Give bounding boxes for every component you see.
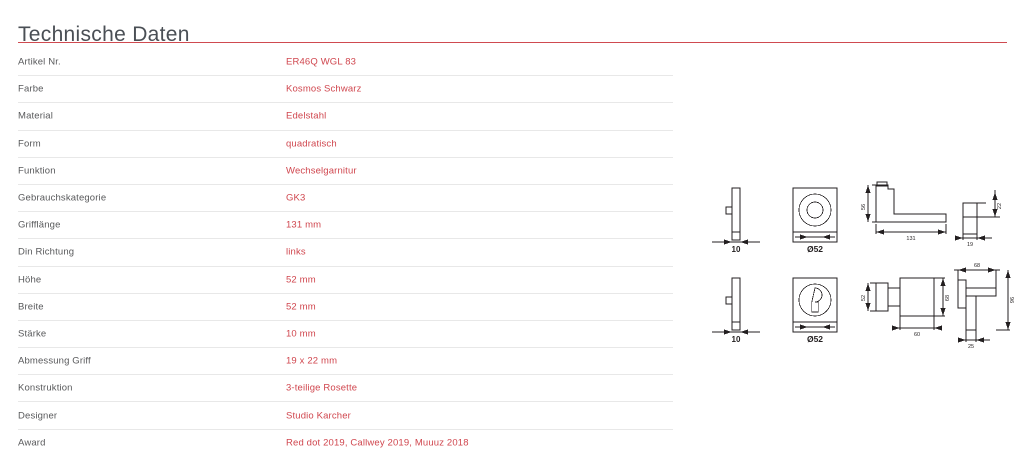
spec-value: quadratisch bbox=[286, 138, 337, 150]
table-row: Din Richtung links bbox=[18, 239, 673, 267]
dim-side-height-bottom: 96 bbox=[1010, 297, 1016, 303]
spec-label: Designer bbox=[18, 410, 58, 422]
dim-plan-length-bottom: 60 bbox=[914, 332, 920, 338]
spec-label: Grifflänge bbox=[18, 219, 61, 231]
drawing-grip-section-top bbox=[955, 190, 1000, 241]
spec-value: 52 mm bbox=[286, 274, 316, 286]
table-row: Artikel Nr. ER46Q WGL 83 bbox=[18, 49, 673, 77]
spec-label: Stärke bbox=[18, 328, 47, 340]
table-row: Konstruktion 3-teilige Rosette bbox=[18, 375, 673, 403]
spec-label: Din Richtung bbox=[18, 246, 75, 258]
spec-label: Abmessung Griff bbox=[18, 355, 91, 367]
dim-grip-width-top: 19 bbox=[967, 242, 973, 248]
dim-rosette-diameter-top: Ø52 bbox=[807, 244, 823, 254]
spec-value: Red dot 2019, Callwey 2019, Muuuz 2018 bbox=[286, 437, 469, 449]
spec-value: Wechselgarnitur bbox=[286, 165, 357, 177]
dim-lever-length-top: 131 bbox=[906, 236, 915, 242]
dim-rosette-thickness-top: 10 bbox=[732, 245, 741, 254]
table-row: Material Edelstahl bbox=[18, 103, 673, 131]
table-row: Höhe 52 mm bbox=[18, 267, 673, 294]
spec-label: Konstruktion bbox=[18, 382, 73, 394]
technical-drawings-svg: 10 Ø52 bbox=[712, 181, 1016, 350]
spec-label: Artikel Nr. bbox=[18, 56, 61, 68]
table-row: Funktion Wechselgarnitur bbox=[18, 158, 673, 185]
spec-label: Funktion bbox=[18, 165, 56, 177]
dim-lever-height-top: 56 bbox=[861, 204, 867, 210]
spec-value: 3-teilige Rosette bbox=[286, 382, 358, 394]
spec-value: Edelstahl bbox=[286, 110, 327, 122]
spec-label: Material bbox=[18, 110, 53, 122]
table-row: Farbe Kosmos Schwarz bbox=[18, 76, 673, 104]
spec-value: 10 mm bbox=[286, 328, 316, 340]
page-title: Technische Daten bbox=[18, 23, 190, 47]
table-row: Stärke 10 mm bbox=[18, 321, 673, 349]
spec-label: Breite bbox=[18, 301, 44, 313]
spec-label: Höhe bbox=[18, 274, 42, 286]
spec-label: Gebrauchskategorie bbox=[18, 192, 107, 204]
drawing-rosette-side-bottom bbox=[712, 277, 760, 335]
spec-value: ER46Q WGL 83 bbox=[286, 56, 357, 68]
table-row: Gebrauchskategorie GK3 bbox=[18, 185, 673, 213]
drawing-lever-profile-top bbox=[865, 181, 947, 235]
dim-side-base-bottom: 25 bbox=[968, 344, 974, 350]
title-underline-rule bbox=[18, 42, 1007, 43]
drawing-rosette-front-top bbox=[792, 187, 838, 243]
drawing-lever-plan-bottom bbox=[865, 277, 946, 331]
dim-side-depth-bottom: 68 bbox=[974, 263, 980, 269]
spec-value: links bbox=[286, 246, 306, 258]
spec-label: Form bbox=[18, 138, 41, 150]
table-row: Award Red dot 2019, Callwey 2019, Muuuz … bbox=[18, 430, 673, 457]
drawing-rosette-front-bottom bbox=[792, 277, 838, 333]
technical-drawings-panel: 10 Ø52 bbox=[700, 170, 1024, 360]
table-row: Breite 52 mm bbox=[18, 294, 673, 321]
dim-plan-height-bottom: 52 bbox=[861, 295, 867, 301]
spec-label: Farbe bbox=[18, 83, 44, 95]
drawing-rosette-side-top bbox=[712, 187, 760, 245]
table-row: Designer Studio Karcher bbox=[18, 402, 673, 430]
dim-rosette-diameter-bottom: Ø52 bbox=[807, 334, 823, 344]
spec-value: 131 mm bbox=[286, 219, 322, 231]
spec-value: Studio Karcher bbox=[286, 410, 351, 422]
dim-grip-depth-top: 22 bbox=[997, 203, 1003, 209]
spec-value: Kosmos Schwarz bbox=[286, 83, 362, 95]
spec-value: 52 mm bbox=[286, 301, 316, 313]
drawing-lever-side-bottom bbox=[954, 267, 1011, 343]
dim-rosette-thickness-bottom: 10 bbox=[732, 335, 741, 344]
dim-plan-depth-bottom: 68 bbox=[945, 295, 951, 301]
spec-label: Award bbox=[18, 437, 46, 449]
table-row: Abmessung Griff 19 x 22 mm bbox=[18, 348, 673, 376]
table-row: Grifflänge 131 mm bbox=[18, 212, 673, 240]
specifications-table: Artikel Nr. ER46Q WGL 83 Farbe Kosmos Sc… bbox=[18, 49, 673, 457]
spec-value: 19 x 22 mm bbox=[286, 355, 338, 367]
spec-value: GK3 bbox=[286, 192, 306, 204]
table-row: Form quadratisch bbox=[18, 131, 673, 158]
